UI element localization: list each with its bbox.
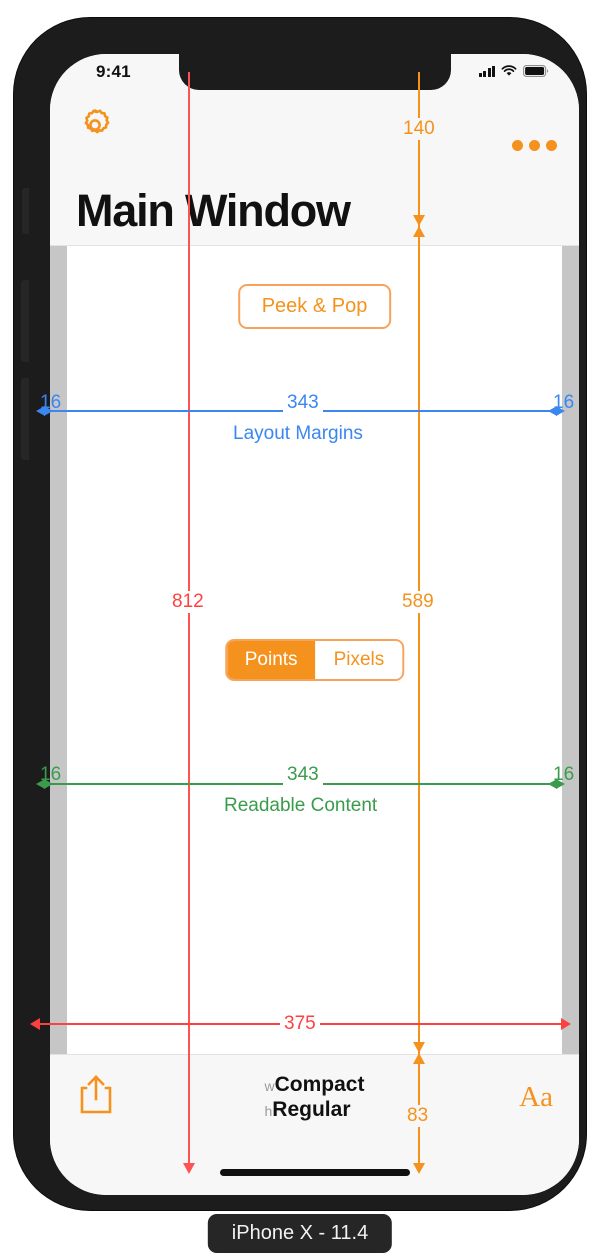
device-label: iPhone X - 11.4: [207, 1214, 393, 1253]
volume-up-button[interactable]: [21, 280, 29, 362]
height-size-class: hRegular: [265, 1098, 365, 1123]
height-prefix: h: [264, 1102, 273, 1119]
width-value: Compact: [274, 1073, 365, 1096]
navigation-bar: Main Window: [50, 90, 579, 246]
height-value: Regular: [272, 1097, 351, 1121]
left-margin-indicator: [50, 245, 67, 1055]
device-notch: [178, 54, 451, 90]
volume-down-button[interactable]: [21, 378, 29, 460]
battery-icon: [523, 65, 549, 77]
segment-points[interactable]: Points: [226, 641, 316, 679]
home-indicator[interactable]: [219, 1169, 410, 1176]
units-segmented-control[interactable]: Points Pixels: [224, 639, 405, 681]
status-bar-time: 9:41: [96, 62, 131, 81]
cellular-signal-icon: [478, 65, 495, 77]
device-screen: 9:41: [50, 54, 579, 1195]
phone-frame: 9:41: [14, 18, 586, 1210]
right-margin-indicator: [562, 245, 579, 1055]
content-area: Peek & Pop Points Pixels: [50, 245, 579, 1055]
bottom-toolbar: wCompact hRegular Aa: [50, 1054, 579, 1195]
silent-switch-button[interactable]: [22, 188, 29, 234]
status-bar-icons: [478, 65, 550, 77]
segment-pixels[interactable]: Pixels: [315, 641, 403, 679]
share-icon[interactable]: [77, 1073, 115, 1115]
more-ellipsis-icon[interactable]: [512, 140, 557, 151]
width-size-class: wCompact: [265, 1073, 365, 1098]
gear-icon[interactable]: [76, 106, 114, 144]
width-prefix: w: [264, 1078, 275, 1094]
size-class-label: wCompact hRegular: [265, 1073, 365, 1123]
peek-and-pop-button[interactable]: Peek & Pop: [237, 284, 392, 329]
page-title: Main Window: [76, 185, 351, 236]
wifi-icon: [501, 65, 517, 76]
text-size-button[interactable]: Aa: [519, 1081, 553, 1113]
